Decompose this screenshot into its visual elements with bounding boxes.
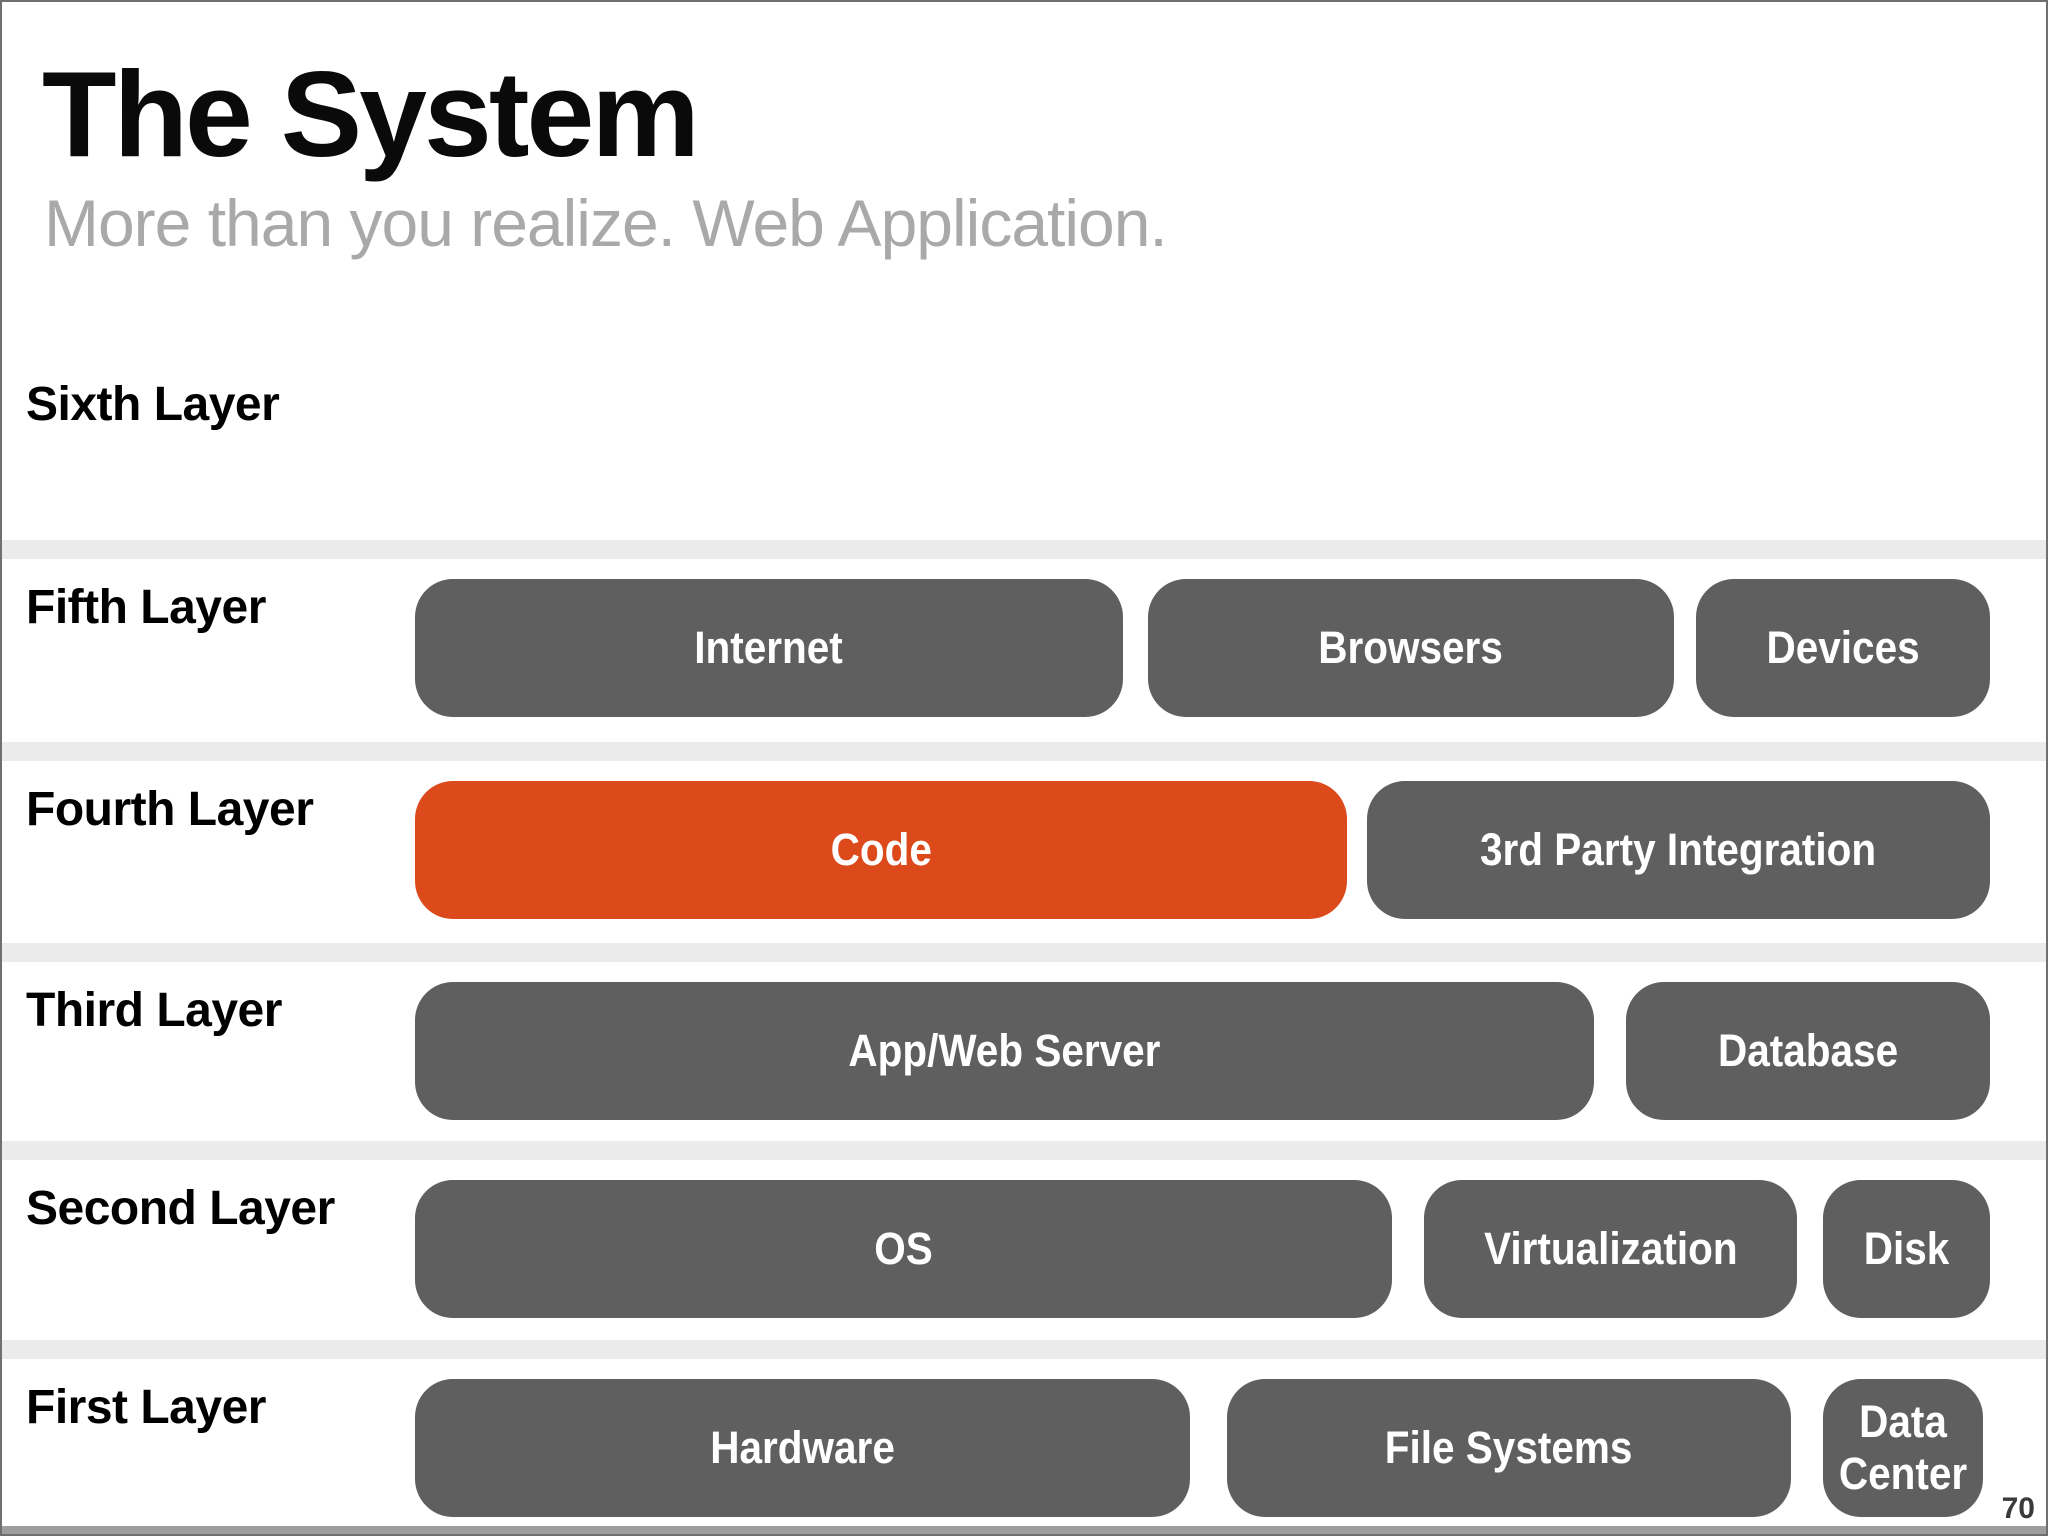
section-divider xyxy=(2,943,2046,962)
box-3rd-party-integration: 3rd Party Integration xyxy=(1367,781,1990,919)
section-divider xyxy=(2,1340,2046,1359)
page-title: The System xyxy=(42,46,700,182)
section-divider xyxy=(2,1141,2046,1160)
box-label: Disk xyxy=(1863,1223,1950,1275)
bottom-strip xyxy=(2,1526,2046,1534)
box-browsers: Browsers xyxy=(1148,579,1674,717)
box-devices: Devices xyxy=(1696,579,1990,717)
box-file-systems: File Systems xyxy=(1227,1379,1791,1517)
box-label: Code xyxy=(830,824,932,876)
box-label: Devices xyxy=(1766,622,1920,674)
layer-label-first-layer: First Layer xyxy=(26,1381,266,1434)
box-database: Database xyxy=(1626,982,1990,1120)
section-divider xyxy=(2,540,2046,559)
box-label: App/Web Server xyxy=(848,1025,1161,1077)
layer-label-fifth-layer: Fifth Layer xyxy=(26,581,266,634)
box-label: Data Center xyxy=(1838,1396,1968,1499)
box-label: 3rd Party Integration xyxy=(1480,824,1877,876)
box-os: OS xyxy=(415,1180,1392,1318)
box-label: OS xyxy=(874,1223,933,1275)
slide-subtitle: More than you realize. Web Application. xyxy=(44,186,1168,260)
box-data-center: Data Center xyxy=(1823,1379,1983,1517)
box-internet: Internet xyxy=(415,579,1123,717)
box-app-web-server: App/Web Server xyxy=(415,982,1594,1120)
box-label: Browsers xyxy=(1318,622,1504,674)
box-label: Database xyxy=(1717,1025,1899,1077)
layer-label-third-layer: Third Layer xyxy=(26,984,282,1037)
box-disk: Disk xyxy=(1823,1180,1990,1318)
layer-label-fourth-layer: Fourth Layer xyxy=(26,783,314,836)
box-hardware: Hardware xyxy=(415,1379,1190,1517)
layer-label-second-layer: Second Layer xyxy=(26,1182,335,1235)
layer-label-sixth-layer: Sixth Layer xyxy=(26,378,280,431)
box-virtualization: Virtualization xyxy=(1424,1180,1797,1318)
page-number: 70 xyxy=(2001,1492,2035,1525)
box-label: Hardware xyxy=(710,1422,895,1474)
box-code: Code xyxy=(415,781,1347,919)
section-divider xyxy=(2,742,2046,761)
box-label: Virtualization xyxy=(1483,1223,1738,1275)
box-label: File Systems xyxy=(1385,1422,1633,1474)
box-label: Internet xyxy=(694,622,844,674)
